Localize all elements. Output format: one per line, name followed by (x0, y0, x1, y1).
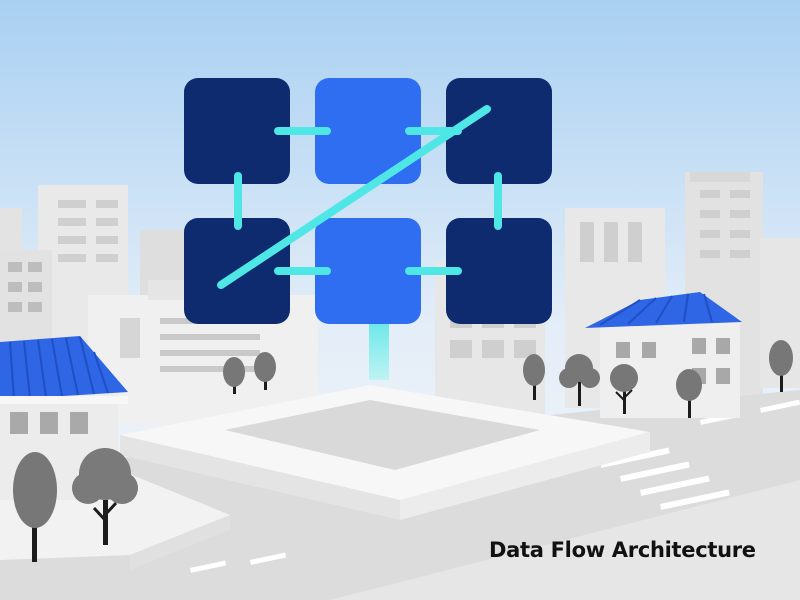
data-grid (184, 78, 552, 324)
node-top-right (446, 78, 552, 184)
node-top-center (315, 78, 421, 184)
house-left (0, 336, 128, 500)
lane-markings (189, 399, 800, 573)
trees (13, 340, 793, 562)
node-bottom-center (315, 218, 421, 324)
node-bottom-right (446, 218, 552, 324)
diagonal-connector (217, 105, 491, 289)
node-top-left (184, 78, 290, 184)
central-plaza (120, 385, 650, 520)
road-sidewalk (330, 480, 800, 600)
data-beam (369, 324, 389, 380)
caption-title: Data Flow Architecture (489, 538, 756, 562)
building-left (0, 250, 52, 340)
